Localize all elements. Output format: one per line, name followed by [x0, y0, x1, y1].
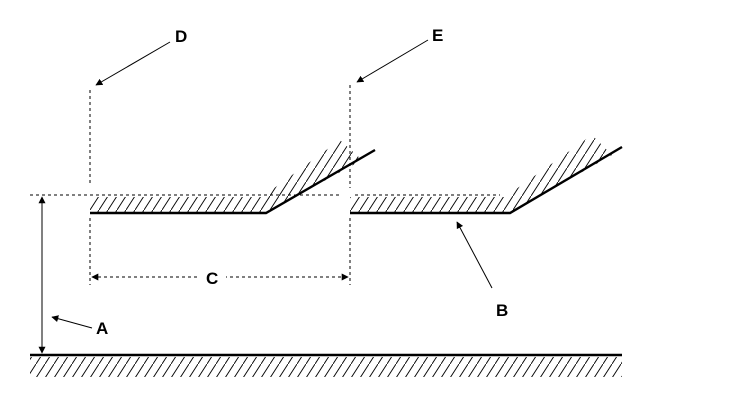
panel-left-edge	[90, 148, 376, 215]
leader-b	[456, 221, 493, 289]
leader-d	[95, 41, 171, 86]
leader-e	[356, 39, 429, 83]
panel-right	[350, 135, 623, 215]
panel-right-edge	[350, 145, 623, 215]
label-b: B	[496, 301, 508, 320]
label-d: D	[175, 27, 187, 46]
datum-lines	[30, 85, 500, 285]
leader-a	[51, 315, 93, 329]
dimension-a: A	[38, 196, 108, 354]
label-c-backing	[200, 266, 226, 288]
label-c: C	[206, 269, 218, 288]
panel-left	[90, 140, 376, 215]
ground-hatch	[30, 357, 622, 377]
ground-surface	[30, 353, 622, 377]
panel-right-hatch	[350, 135, 612, 213]
leader-d-group: D	[95, 27, 187, 86]
label-e: E	[432, 26, 443, 45]
label-a: A	[96, 319, 108, 338]
leader-e-group: E	[356, 26, 443, 83]
leader-b-group: B	[456, 221, 508, 320]
dimension-c: C	[91, 266, 349, 288]
panel-left-hatch	[90, 140, 362, 213]
